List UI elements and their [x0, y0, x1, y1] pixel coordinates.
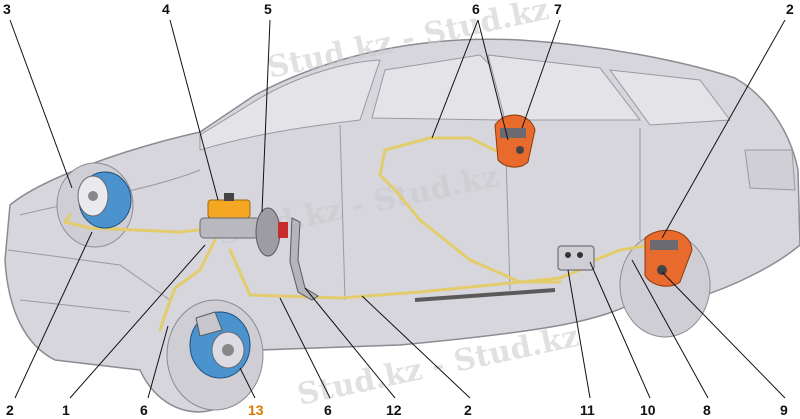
- brake-pedal: [289, 217, 319, 301]
- label-6-left: 6: [140, 402, 148, 418]
- brake-line-rear-upper: [383, 136, 507, 157]
- label-6-top: 6: [472, 1, 480, 17]
- label-2-left: 2: [6, 402, 14, 418]
- front-right-brake: [189, 311, 251, 379]
- label-7: 7: [554, 1, 562, 17]
- rear-window: [608, 69, 731, 126]
- vacuum-booster: [255, 207, 281, 257]
- label-10: 10: [640, 402, 656, 418]
- rear-left-brake: [494, 114, 536, 168]
- label-9: 9: [780, 402, 788, 418]
- brake-line-rear-main: [228, 248, 587, 300]
- label-4: 4: [162, 1, 170, 17]
- label-6-mid: 6: [324, 402, 332, 418]
- front-left-brake: [77, 171, 132, 229]
- front-bumper: [7, 249, 171, 313]
- rear-right-brake: [644, 229, 693, 287]
- exhaust-pipe: [414, 288, 556, 302]
- brake-line-front-right: [158, 238, 217, 332]
- windshield: [199, 59, 381, 151]
- pressure-regulator: [557, 245, 595, 271]
- label-5: 5: [264, 1, 272, 17]
- brake-lines: [63, 136, 667, 332]
- master-cylinder-assembly: [199, 193, 288, 257]
- label-13: 13: [248, 402, 264, 418]
- label-2-bottom: 2: [464, 402, 472, 418]
- label-2-top: 2: [786, 1, 794, 17]
- leader-lines: [9, 19, 786, 399]
- label-8: 8: [703, 402, 711, 418]
- rear-side-window: [487, 54, 642, 121]
- brake-line-rear-cross: [378, 148, 562, 284]
- label-11: 11: [580, 402, 595, 418]
- brake-line-front-left: [63, 213, 217, 234]
- label-1: 1: [62, 402, 70, 418]
- rear-lights: [744, 149, 796, 191]
- label-3: 3: [3, 1, 11, 17]
- label-12: 12: [386, 402, 402, 418]
